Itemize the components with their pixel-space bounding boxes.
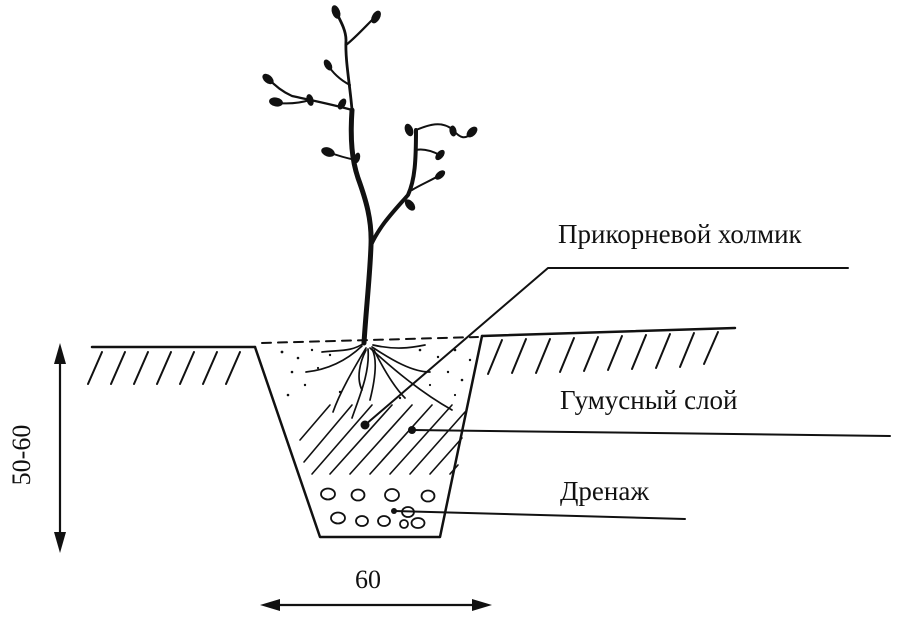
humus-hatching — [299, 404, 466, 475]
leaves — [262, 5, 478, 211]
label-humus-layer: Гумусный слой — [560, 385, 738, 415]
depth-dimension — [54, 343, 66, 553]
drainage-stones — [320, 487, 436, 529]
planting-pit — [253, 334, 484, 539]
label-root-mound: Прикорневой холмик — [558, 219, 803, 249]
ground-right — [480, 326, 737, 375]
width-dimension — [260, 599, 492, 611]
label-depth: 50-60 — [7, 425, 36, 486]
drainage-marker — [391, 508, 397, 514]
leader-lines — [360, 267, 891, 520]
topsoil-speckles — [280, 348, 472, 400]
label-width: 60 — [355, 565, 381, 594]
label-drainage: Дренаж — [560, 476, 649, 506]
roots — [305, 342, 453, 419]
ground-left — [87, 345, 257, 385]
seedling — [262, 5, 478, 419]
root-mound-marker — [360, 420, 370, 430]
humus-marker — [408, 426, 416, 434]
